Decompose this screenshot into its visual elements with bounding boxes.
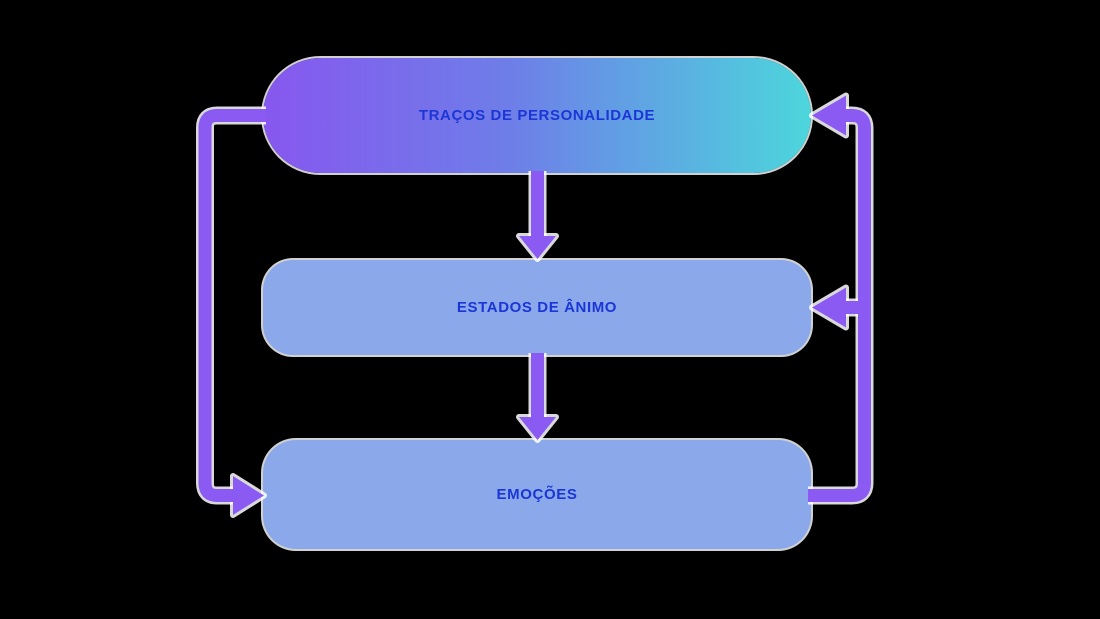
node-emocoes-label: EMOÇÕES — [496, 486, 578, 503]
arrowhead-into-estados-right — [812, 287, 846, 328]
edge-emocoes-to-tracos-right-loop — [808, 95, 871, 502]
edge-tracos-to-emocoes-left-loop — [198, 109, 266, 515]
arrowhead-into-estados-top — [519, 236, 556, 259]
arrowhead-into-tracos-right — [812, 95, 846, 136]
node-tracos-de-personalidade: TRAÇOS DE PERSONALIDADE — [263, 58, 811, 173]
arrowhead-into-emocoes-top — [519, 417, 556, 440]
node-tracos-label: TRAÇOS DE PERSONALIDADE — [418, 107, 656, 124]
edge-emocoes-to-estados-right-branch — [812, 287, 865, 328]
edge-estados-to-emocoes-down — [519, 353, 556, 440]
node-emocoes: EMOÇÕES — [263, 440, 811, 549]
node-estados-de-animo: ESTADOS DE ÂNIMO — [263, 260, 811, 355]
edge-tracos-to-estados-down — [519, 171, 556, 259]
arrowhead-into-emocoes-left — [233, 476, 264, 515]
node-estados-label: ESTADOS DE ÂNIMO — [456, 299, 618, 316]
